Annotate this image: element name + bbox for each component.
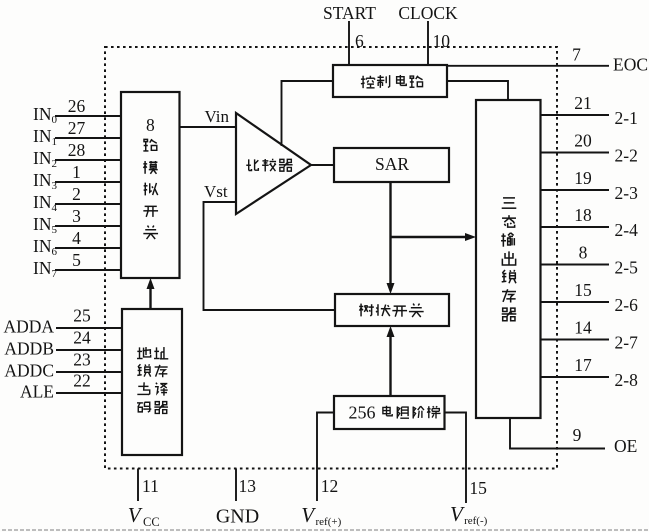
svg-text:2-5: 2-5	[615, 258, 639, 278]
svg-text:26: 26	[68, 96, 86, 116]
svg-text:IN2: IN2	[33, 148, 57, 170]
svg-text:17: 17	[574, 355, 592, 375]
svg-text:Vin: Vin	[205, 107, 230, 126]
svg-text:ADDC: ADDC	[4, 361, 54, 381]
svg-text:2-2: 2-2	[615, 146, 638, 166]
svg-text:14: 14	[574, 318, 592, 338]
svg-text:IN5: IN5	[33, 214, 57, 236]
svg-text:22: 22	[73, 371, 91, 391]
svg-text:IN1: IN1	[33, 126, 57, 148]
svg-text:IN3: IN3	[33, 170, 57, 192]
svg-text:15: 15	[574, 280, 592, 300]
svg-text:13: 13	[239, 476, 257, 496]
svg-text:V: V	[301, 503, 316, 527]
svg-text:ADDB: ADDB	[4, 339, 54, 359]
svg-text:Vst: Vst	[204, 182, 228, 201]
svg-text:27: 27	[68, 118, 86, 138]
svg-text:CLOCK: CLOCK	[398, 3, 458, 23]
svg-text:2-7: 2-7	[615, 333, 639, 353]
svg-text:OE: OE	[614, 436, 637, 456]
svg-text:2-1: 2-1	[615, 108, 638, 128]
svg-text:19: 19	[574, 168, 592, 188]
svg-text:11: 11	[142, 476, 159, 496]
svg-text:2: 2	[72, 184, 81, 204]
svg-text:12: 12	[321, 476, 339, 496]
svg-text:ref(+): ref(+)	[316, 516, 342, 528]
svg-text:6: 6	[355, 31, 364, 51]
svg-text:V: V	[450, 502, 465, 526]
svg-text:20: 20	[574, 131, 592, 151]
svg-text:23: 23	[73, 350, 91, 370]
svg-text:1: 1	[72, 162, 81, 182]
svg-text:V: V	[128, 503, 143, 527]
svg-text:CC: CC	[143, 515, 160, 529]
svg-text:9: 9	[573, 425, 582, 445]
svg-text:21: 21	[574, 93, 592, 113]
svg-text:IN6: IN6	[33, 236, 57, 258]
svg-text:7: 7	[572, 45, 581, 65]
svg-text:ADDA: ADDA	[3, 317, 54, 337]
svg-text:GND: GND	[216, 506, 259, 528]
svg-text:28: 28	[68, 140, 86, 160]
svg-text:IN7: IN7	[33, 258, 57, 280]
svg-text:4: 4	[72, 228, 81, 248]
svg-text:18: 18	[574, 205, 592, 225]
svg-text:8: 8	[579, 243, 588, 263]
svg-text:SAR: SAR	[375, 154, 409, 174]
svg-text:8: 8	[146, 115, 155, 135]
svg-text:10: 10	[433, 31, 451, 51]
svg-text:2-8: 2-8	[615, 370, 639, 390]
svg-text:2-6: 2-6	[615, 295, 639, 315]
svg-text:IN0: IN0	[33, 104, 57, 126]
svg-text:ref(-): ref(-)	[464, 515, 488, 527]
svg-text:2-4: 2-4	[615, 220, 639, 240]
svg-text:25: 25	[73, 306, 91, 326]
svg-text:256: 256	[349, 403, 376, 423]
svg-text:3: 3	[72, 206, 81, 226]
svg-text:15: 15	[469, 478, 487, 498]
svg-text:5: 5	[72, 250, 81, 270]
svg-text:IN4: IN4	[33, 192, 57, 214]
svg-text:START: START	[323, 3, 376, 23]
svg-text:EOC: EOC	[613, 55, 648, 75]
svg-text:2-3: 2-3	[615, 183, 639, 203]
svg-text:ALE: ALE	[20, 382, 54, 402]
svg-text:24: 24	[73, 328, 91, 348]
